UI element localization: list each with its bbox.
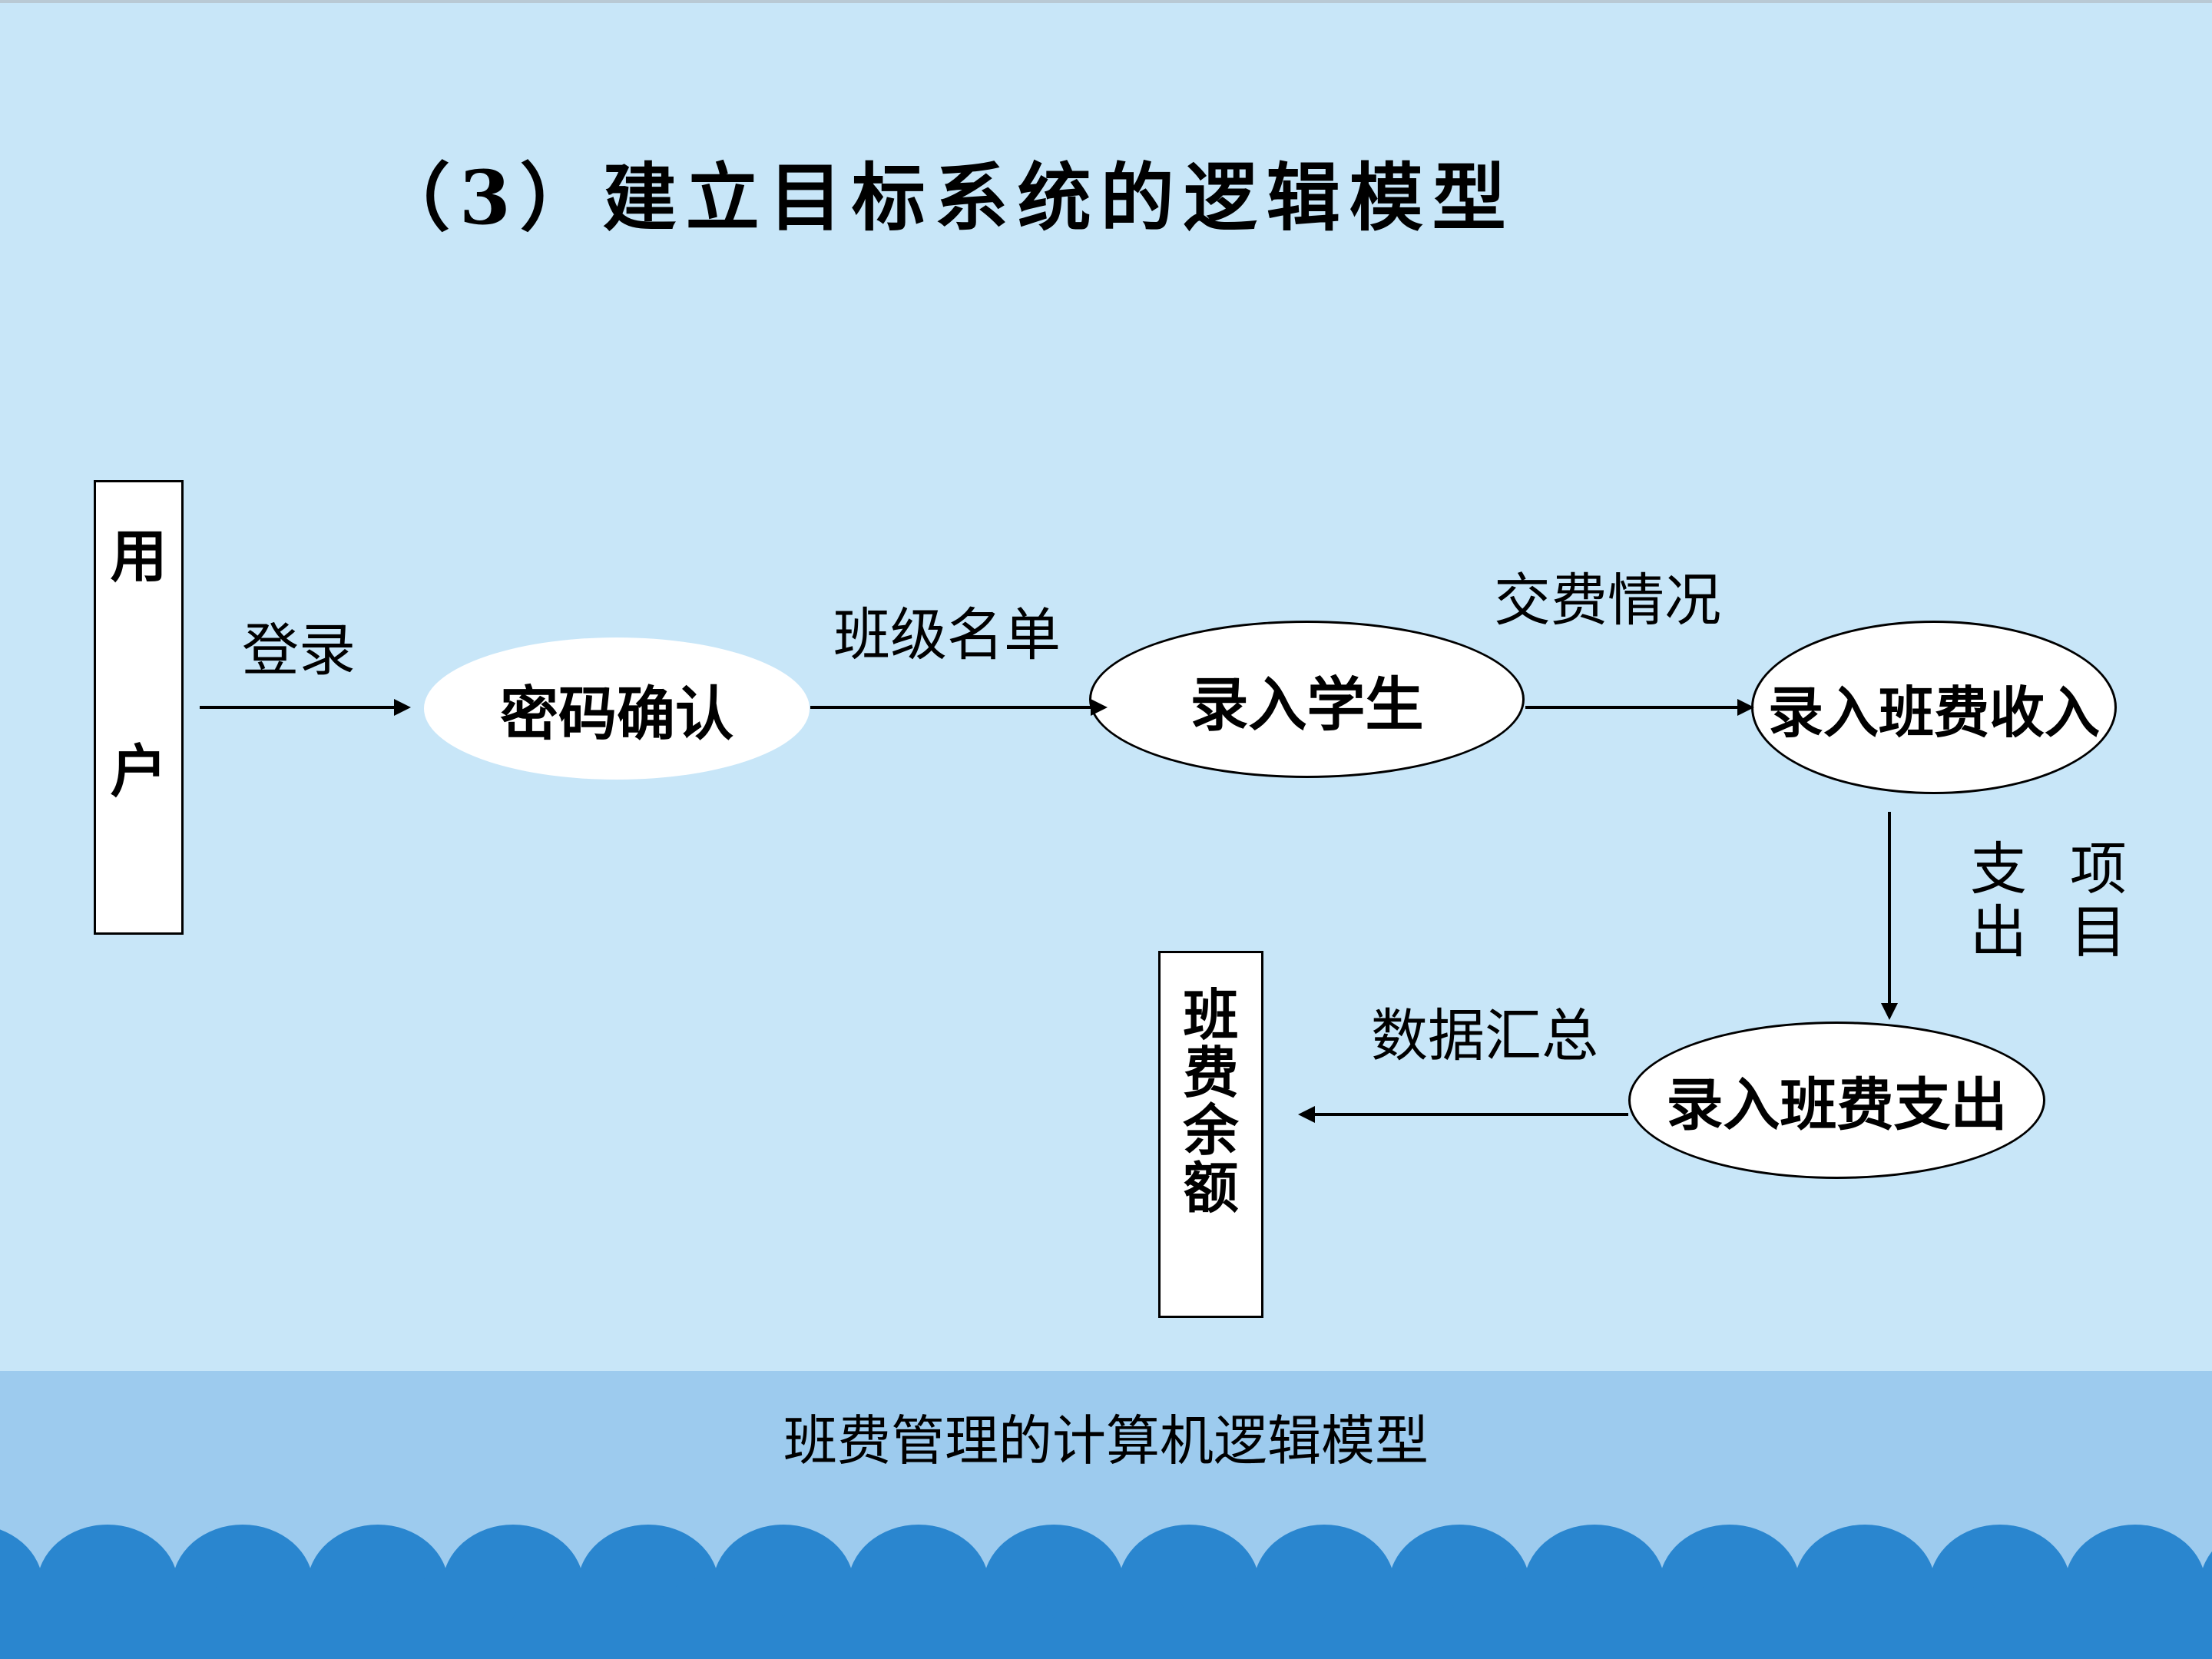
wave-decoration xyxy=(0,1525,2212,1659)
process-enter-income-label: 录入班费收入 xyxy=(1767,680,2100,745)
balance-char-2: 费 xyxy=(1183,1041,1239,1105)
process-password-check-label: 密码确认 xyxy=(500,679,733,748)
wave-scallop xyxy=(104,1576,246,1659)
wave-scallop xyxy=(240,1576,381,1659)
arrow-payment-status-line xyxy=(1525,706,1740,709)
process-enter-students-label: 录入学生 xyxy=(1190,670,1424,739)
arrow-data-summary-head xyxy=(1298,1106,1315,1123)
balance-char-3: 余 xyxy=(1183,1098,1239,1163)
arrow-class-list-line xyxy=(810,706,1094,709)
user-entity-char-2: 户 xyxy=(110,739,167,805)
flow-label-class-list: 班级名单 xyxy=(833,602,1061,668)
wave-scallop xyxy=(645,1576,786,1659)
user-entity-box: 用 户 xyxy=(94,480,184,935)
wave-scallop xyxy=(916,1576,1057,1659)
wave-scallop xyxy=(1997,1576,2138,1659)
wave-scallop xyxy=(1321,1576,1462,1659)
process-enter-income: 录入班费收入 xyxy=(1751,621,2117,794)
flow-label-data-summary: 数据汇总 xyxy=(1371,1003,1598,1069)
wave-scallop xyxy=(375,1576,516,1659)
balance-char-4: 额 xyxy=(1183,1156,1239,1220)
wave-scallop xyxy=(780,1576,922,1659)
arrow-data-summary-line xyxy=(1315,1113,1628,1116)
wave-scallop xyxy=(1051,1576,1192,1659)
wave-scallop xyxy=(1186,1576,1327,1659)
wave-scallop xyxy=(1456,1576,1598,1659)
slide-caption: 班费管理的计算机逻辑模型 xyxy=(783,1409,1429,1472)
flow-label-payment-status: 交费情况 xyxy=(1494,568,1721,634)
class-fee-balance-box: 班 费 余 额 xyxy=(1158,951,1263,1318)
process-enter-expense: 录入班费支出 xyxy=(1628,1022,2045,1179)
wave-scallop xyxy=(2132,1576,2212,1659)
wave-scallop xyxy=(1862,1576,2003,1659)
process-password-check: 密码确认 xyxy=(424,637,810,780)
arrow-login-head xyxy=(394,699,411,716)
arrow-expense-items-line xyxy=(1888,812,1891,1006)
arrow-class-list-head xyxy=(1091,699,1108,716)
expense-items-char-4: 目 xyxy=(2070,899,2127,965)
arrow-login-line xyxy=(200,706,396,709)
process-enter-students: 录入学生 xyxy=(1089,621,1525,778)
balance-char-1: 班 xyxy=(1183,983,1239,1048)
wave-scallop xyxy=(510,1576,651,1659)
flow-label-login: 登录 xyxy=(242,618,356,684)
wave-scallop xyxy=(1727,1576,1868,1659)
arrow-expense-items-head xyxy=(1881,1003,1898,1020)
wave-scallop xyxy=(0,1576,111,1659)
arrow-payment-status-head xyxy=(1737,699,1754,716)
expense-items-char-2: 出 xyxy=(1970,899,2027,965)
process-enter-expense-label: 录入班费支出 xyxy=(1666,1072,2008,1138)
expense-items-char-3: 项 xyxy=(2070,836,2127,902)
wave-scallop xyxy=(1591,1576,1733,1659)
expense-items-char-1: 支 xyxy=(1970,836,2027,902)
user-entity-char-1: 用 xyxy=(110,524,167,590)
slide-title: （3）建立目标系统的逻辑模型 xyxy=(376,154,1515,241)
top-border xyxy=(0,0,2212,3)
